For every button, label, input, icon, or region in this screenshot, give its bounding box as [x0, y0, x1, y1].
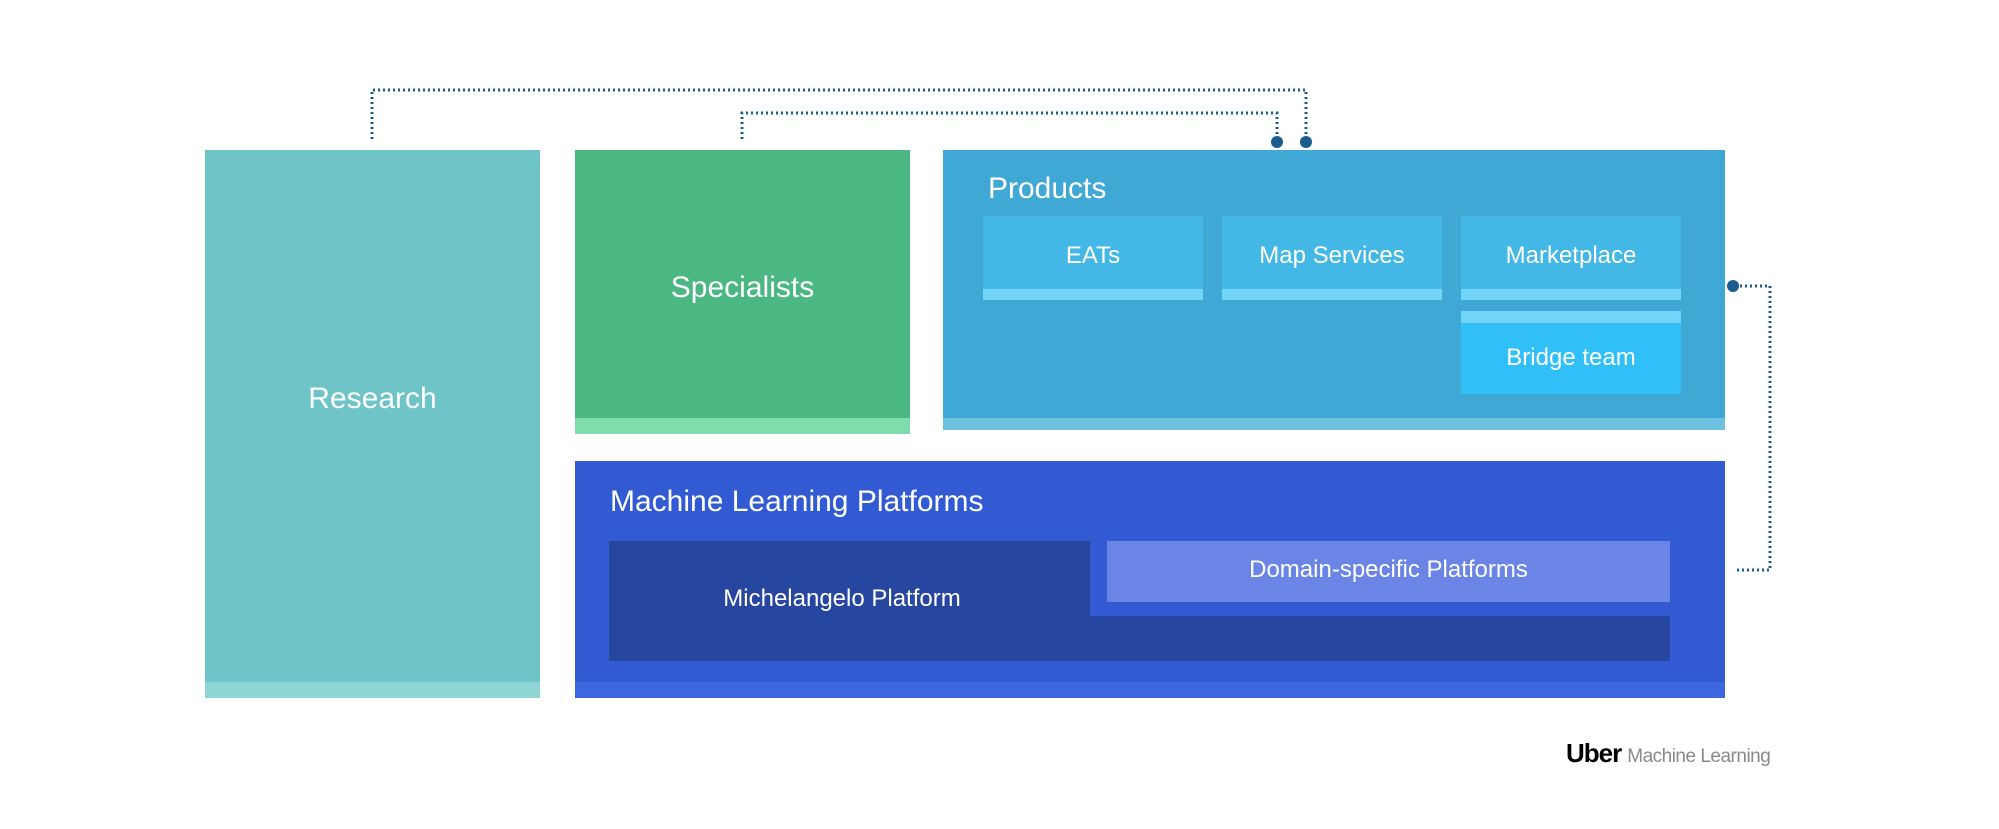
team-card-strip [1222, 289, 1442, 300]
specialists-block: Specialists [575, 150, 910, 434]
specialists-connector [740, 111, 1279, 139]
team-card-map-services: Map Services [1222, 216, 1442, 300]
team-card-strip [1461, 289, 1681, 300]
specialists-strip [575, 418, 910, 434]
bridge-card-strip [1461, 311, 1681, 323]
research-strip [205, 682, 540, 698]
team-card-marketplace: Marketplace [1461, 216, 1681, 300]
research-connector-end [1300, 136, 1312, 148]
ml-connector-end [1727, 280, 1739, 292]
ml-platforms-strip [575, 682, 1725, 698]
michelangelo-label: Michelangelo Platform [723, 585, 961, 612]
research-connector [370, 88, 1308, 139]
team-card-strip [983, 289, 1203, 300]
logo-brand: Uber [1566, 738, 1622, 768]
ml-products-connector [1736, 284, 1772, 572]
team-label-bridge: Bridge team [1506, 344, 1636, 371]
specialists-connector-end [1271, 136, 1283, 148]
team-label-map-services: Map Services [1259, 242, 1405, 269]
michelangelo-base [609, 616, 1670, 661]
specialists-label: Specialists [670, 271, 815, 304]
ml-platforms-block: Machine Learning Platforms Michelangelo … [575, 461, 1725, 698]
team-card-eats: EATs [983, 216, 1203, 300]
products-block: Products EATs Map Services Marketplace B… [943, 150, 1725, 430]
team-card-bridge: Bridge team [1461, 311, 1681, 394]
team-label-eats: EATs [1065, 242, 1121, 269]
products-title: Products [988, 172, 1107, 205]
team-label-marketplace: Marketplace [1505, 242, 1637, 269]
products-strip [943, 418, 1725, 430]
domain-specific-block: Domain-specific Platforms [1107, 541, 1670, 602]
research-label: Research [308, 382, 437, 415]
domain-specific-label: Domain-specific Platforms [1249, 556, 1528, 583]
research-block: Research [205, 150, 540, 698]
ml-platforms-title: Machine Learning Platforms [610, 485, 984, 518]
logo-tagline: Machine Learning [1627, 746, 1771, 767]
